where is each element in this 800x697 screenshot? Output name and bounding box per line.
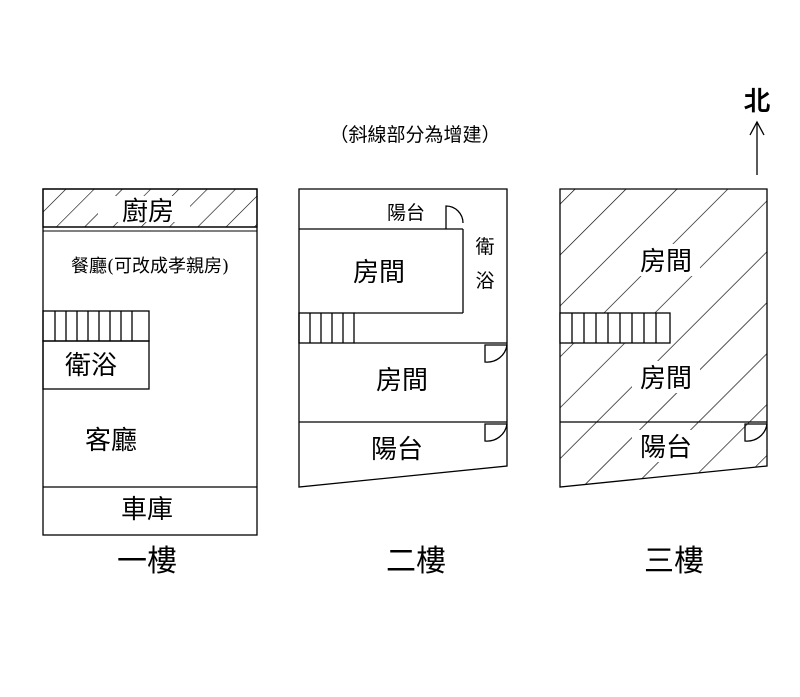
- floor2-stair-treads: [309, 313, 344, 343]
- floor1-bath-label: 衛浴: [65, 351, 117, 381]
- floor1-stair-treads: [54, 311, 133, 341]
- floor3-room-lower-label: 房間: [640, 364, 692, 394]
- floor2-balcony-bottom-label: 陽台: [371, 435, 423, 465]
- floor1-plan: [42, 188, 258, 536]
- addition-note: （斜線部分為增建）: [329, 124, 500, 146]
- floor2-room-lower-label: 房間: [376, 366, 428, 396]
- north-arrow-head: [749, 120, 765, 136]
- floor3-room-lower-label-bg: [632, 361, 700, 393]
- floor1-living-label: 客廳: [85, 426, 137, 456]
- floor2-bath-label-1: 衛: [475, 236, 494, 258]
- floor1-kitchen-label: 廚房: [122, 197, 174, 227]
- floor3-room-upper-label-bg: [632, 244, 700, 276]
- floor2-stairs: [298, 312, 355, 344]
- floor2-outline: [298, 188, 508, 488]
- floor2-title: 二樓: [386, 544, 446, 579]
- floor2-lower-door: [484, 423, 508, 442]
- floor1-bath-room: [42, 340, 150, 390]
- floor2-room-upper-label: 房間: [353, 258, 405, 288]
- floor3-title: 三樓: [644, 544, 704, 579]
- floor3-balcony-door: [744, 423, 768, 442]
- floor3-room-upper-label: 房間: [640, 247, 692, 277]
- floor2-bath-label-2: 浴: [475, 270, 494, 292]
- floor3-balcony-label: 陽台: [640, 433, 692, 463]
- floor1-kitchen-label-bg: [98, 196, 190, 222]
- floor2-plan: [298, 188, 508, 488]
- floor1-garage-label: 車庫: [121, 495, 173, 525]
- floor3-plan: [559, 188, 768, 488]
- floor3-stairs: [559, 312, 671, 344]
- floor3-balcony-label-bg: [632, 430, 700, 462]
- floor1-stairs: [42, 310, 150, 342]
- floor2-balcony-top-label: 陽台: [387, 202, 425, 224]
- north-arrow: 北: [744, 87, 770, 175]
- floor1-dining-label: 餐廳(可改成孝親房): [71, 256, 229, 277]
- floor2-bath-door: [484, 344, 508, 363]
- floor3-stair-treads: [571, 313, 657, 343]
- north-label: 北: [744, 87, 770, 117]
- floor2-balcony-door: [445, 205, 464, 229]
- floor1-title: 一樓: [117, 544, 177, 579]
